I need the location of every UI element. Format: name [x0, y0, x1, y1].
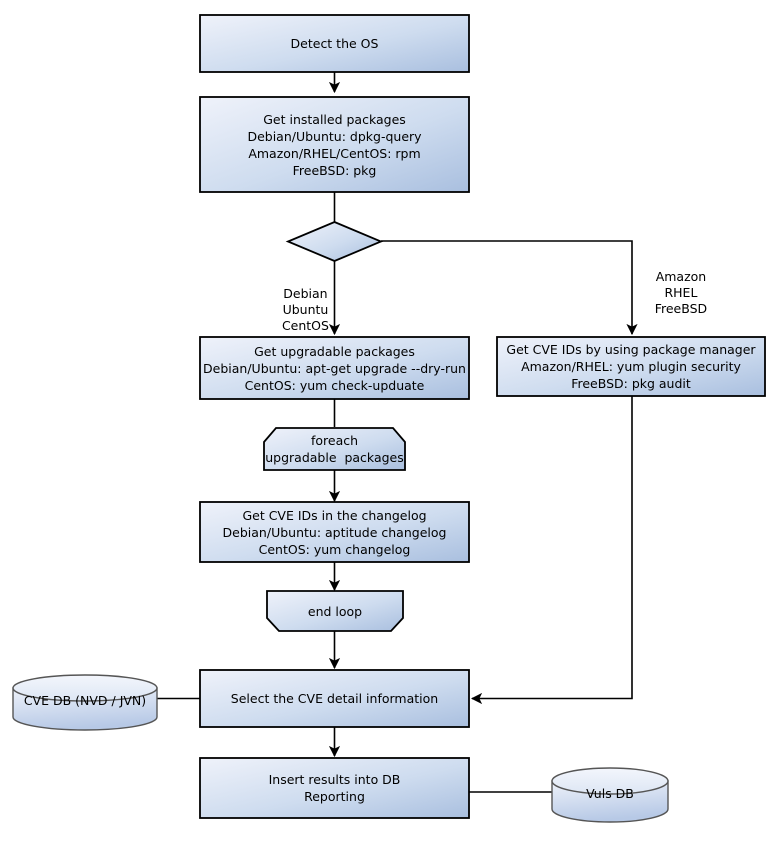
edge-label-line: Debian: [283, 286, 328, 301]
edge-label-line: CentOS: [281, 318, 329, 333]
edge-label-right-branch: Amazon RHEL FreeBSD: [637, 253, 709, 333]
node-end-loop[interactable]: [266, 590, 404, 632]
edge-label-left-branch: Debian Ubuntu CentOS: [265, 270, 330, 350]
node-foreach-loop-start[interactable]: [263, 427, 406, 471]
node-select-cve-detail[interactable]: [199, 669, 470, 728]
node-cve-db[interactable]: [12, 674, 158, 731]
edge-label-line: RHEL: [664, 285, 698, 300]
node-get-upgradable-packages[interactable]: [199, 336, 470, 400]
node-get-cve-ids-changelog[interactable]: [199, 501, 470, 563]
edge-decision-right: [381, 240, 638, 336]
node-get-cve-ids-pkg-manager[interactable]: [496, 336, 766, 397]
edge-right-to-select: [470, 396, 633, 705]
node-insert-results[interactable]: [199, 757, 470, 819]
node-vuls-db[interactable]: [551, 767, 669, 823]
edge-label-line: FreeBSD: [654, 301, 708, 316]
edge-label-line: Amazon: [655, 269, 707, 284]
node-os-decision[interactable]: [285, 221, 384, 262]
edge-label-line: Ubuntu: [282, 302, 329, 317]
node-get-installed-packages[interactable]: [199, 96, 470, 193]
node-detect-os[interactable]: [199, 14, 470, 73]
